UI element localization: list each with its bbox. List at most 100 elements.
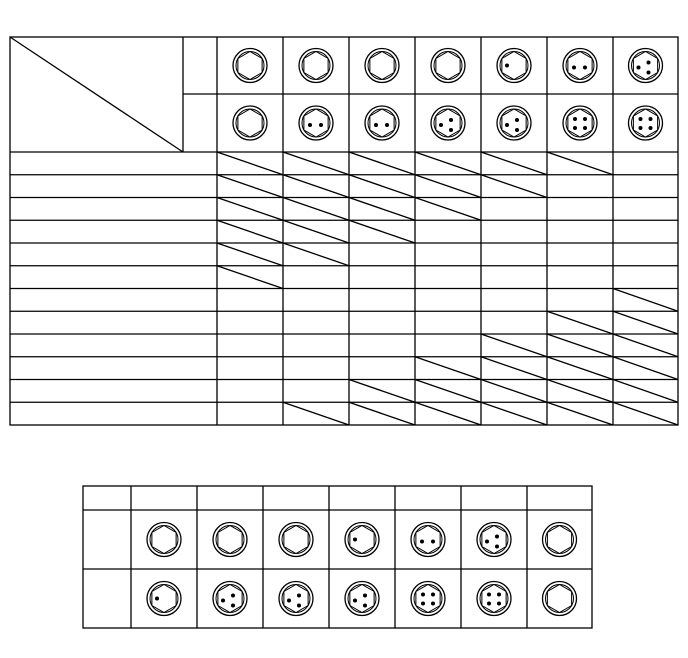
cell-diagonal bbox=[216, 196, 284, 221]
marking-dot bbox=[221, 598, 225, 603]
bolt-hex-head bbox=[283, 524, 309, 555]
cell-diagonal bbox=[612, 356, 679, 381]
cell-diagonal bbox=[546, 378, 614, 403]
bolt-outer-circle bbox=[364, 47, 400, 84]
bolt-inner-circle bbox=[631, 51, 660, 80]
marking-dot bbox=[421, 592, 425, 597]
cell-diagonal bbox=[348, 219, 416, 244]
cell-diagonal bbox=[216, 151, 284, 176]
cell-diagonal bbox=[480, 401, 548, 426]
hex-bolt-icon bbox=[476, 580, 512, 617]
bolt-hex-head bbox=[567, 50, 593, 81]
bolt-hex-head bbox=[369, 50, 395, 81]
marking-dot bbox=[420, 539, 424, 544]
key-table-border bbox=[82, 485, 593, 629]
bolt-inner-circle bbox=[565, 51, 595, 80]
bolt-outer-circle bbox=[232, 47, 268, 84]
bolt-outer-circle bbox=[476, 521, 512, 558]
cell-diagonal bbox=[282, 219, 350, 244]
bolt-outer-circle bbox=[344, 580, 380, 617]
cell-diagonal bbox=[612, 333, 679, 358]
bolt-inner-circle bbox=[499, 51, 529, 80]
cell-diagonal bbox=[216, 265, 284, 290]
bolt-inner-circle bbox=[367, 108, 397, 138]
marking-dot bbox=[449, 128, 453, 132]
marking-dot bbox=[515, 128, 519, 132]
bolt-inner-circle bbox=[235, 108, 265, 138]
cell-diagonal bbox=[282, 174, 350, 199]
cell-diagonal bbox=[348, 196, 416, 221]
marking-dot bbox=[636, 65, 641, 70]
marking-dot bbox=[353, 537, 357, 542]
marking-dot bbox=[297, 603, 301, 608]
marking-dot bbox=[573, 126, 577, 130]
cell-diagonal bbox=[612, 287, 679, 312]
marking-dot bbox=[515, 118, 519, 122]
bolt-outer-circle bbox=[430, 47, 466, 84]
bolt-inner-circle bbox=[347, 525, 377, 554]
marking-dot bbox=[583, 65, 587, 70]
cell-diagonal bbox=[546, 151, 614, 176]
bolt-inner-circle bbox=[235, 51, 265, 80]
hex-bolt-icon bbox=[212, 521, 248, 558]
cell-diagonal bbox=[216, 219, 284, 244]
bolt-hex-head bbox=[481, 583, 507, 614]
bolt-hex-head bbox=[567, 108, 593, 138]
bolt-inner-circle bbox=[433, 51, 463, 80]
cell-diagonal bbox=[282, 242, 350, 267]
marking-dot bbox=[363, 593, 367, 598]
bolt-inner-circle bbox=[149, 584, 179, 613]
marking-dot bbox=[374, 123, 378, 127]
bolt-hex-head bbox=[349, 524, 375, 555]
marking-dot bbox=[485, 539, 489, 544]
marking-dot bbox=[495, 544, 499, 549]
bolt-hex-head bbox=[217, 524, 243, 555]
hex-bolt-icon bbox=[627, 47, 664, 84]
marking-dot bbox=[308, 123, 312, 127]
hex-bolt-icon bbox=[496, 105, 532, 141]
marking-dot bbox=[363, 603, 367, 608]
bolt-hex-head bbox=[349, 583, 375, 614]
bolt-hex-head bbox=[435, 108, 461, 138]
hex-bolt-icon bbox=[232, 105, 268, 141]
cell-diagonal bbox=[612, 378, 679, 403]
bolt-outer-circle bbox=[212, 521, 248, 558]
bolt-inner-circle bbox=[347, 584, 377, 613]
bolt-outer-circle bbox=[278, 580, 314, 617]
marking-dot bbox=[421, 601, 425, 606]
marking-dot bbox=[646, 60, 651, 65]
marking-dot bbox=[439, 123, 443, 127]
hex-bolt-icon bbox=[627, 105, 664, 141]
bolt-inner-circle bbox=[545, 525, 574, 554]
marking-dot bbox=[385, 123, 389, 127]
bolt-inner-circle bbox=[479, 525, 509, 554]
marking-dot bbox=[497, 601, 501, 606]
bolt-outer-circle bbox=[627, 47, 664, 84]
cell-diagonal bbox=[414, 401, 482, 426]
hex-bolt-icon bbox=[496, 47, 532, 84]
hex-bolt-icon bbox=[146, 521, 182, 558]
bolt-hex-head bbox=[632, 108, 659, 138]
hex-bolt-icon bbox=[476, 521, 512, 558]
cell-diagonal bbox=[414, 378, 482, 403]
bolt-outer-circle bbox=[344, 521, 380, 558]
cell-diagonal bbox=[282, 151, 350, 176]
bolt-outer-circle bbox=[146, 580, 182, 617]
marking-dot bbox=[573, 117, 577, 121]
hex-bolt-icon bbox=[146, 580, 182, 617]
marking-dot bbox=[495, 534, 499, 539]
hex-bolt-icon bbox=[562, 47, 598, 84]
marking-dot bbox=[231, 593, 235, 598]
bolt-inner-circle bbox=[545, 584, 574, 613]
hex-bolt-icon bbox=[298, 105, 334, 141]
hex-bolt-icon bbox=[298, 47, 334, 84]
bolt-inner-circle bbox=[215, 584, 245, 613]
marking-dot bbox=[638, 126, 643, 130]
cell-diagonal bbox=[480, 174, 548, 199]
cell-diagonal bbox=[480, 356, 548, 381]
bolt-inner-circle bbox=[215, 525, 245, 554]
bolt-hex-head bbox=[501, 108, 527, 138]
hex-bolt-icon bbox=[278, 580, 314, 617]
hex-bolt-icon bbox=[344, 521, 380, 558]
